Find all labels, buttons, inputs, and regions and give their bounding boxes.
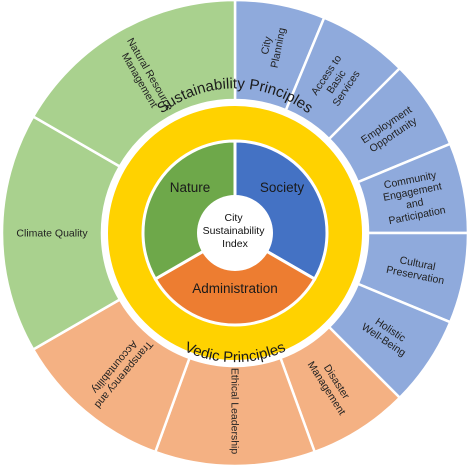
- outer-segment-label-line: City: [259, 35, 274, 56]
- outer-segment-label: Climate Quality: [16, 228, 88, 240]
- inner-label-nature: Nature: [170, 180, 211, 195]
- outer-segment-nature: [31, 0, 237, 169]
- center-line-3: Index: [222, 238, 248, 250]
- outer-segment-label-line: Climate Quality: [16, 228, 88, 240]
- outer-segment-label-line: and: [405, 196, 425, 211]
- outer-segment-nature: [0, 114, 122, 352]
- center-label: City Sustainability Index: [203, 212, 268, 250]
- inner-label-society: Society: [260, 180, 305, 195]
- outer-segment-label-line: Ethical Leadership: [229, 368, 241, 455]
- center-line-2: Sustainability: [203, 225, 266, 237]
- center-circle: [197, 195, 273, 271]
- center-line-1: City: [224, 212, 243, 224]
- inner-label-administration: Administration: [192, 281, 278, 296]
- outer-segment-label: Ethical Leadership: [229, 368, 241, 455]
- inner-segment-administration: [153, 231, 317, 327]
